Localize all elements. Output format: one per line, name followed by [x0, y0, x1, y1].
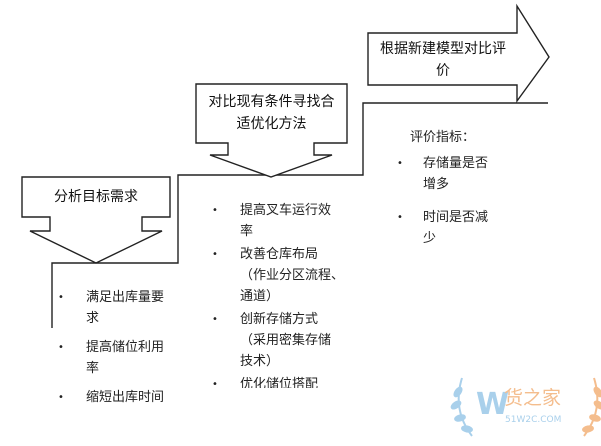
list-item: • 改善仓库布局 （作业分区流程、 通道）: [212, 244, 362, 307]
step1-label: 分析目标需求: [22, 186, 170, 208]
step3-label: 根据新建模型对比评 价: [368, 38, 518, 82]
list-item: • 缩短出库时间: [58, 387, 180, 408]
step1-text: 分析目标需求: [54, 189, 138, 205]
list-item: • 优化储位搭配: [212, 374, 362, 388]
step2-arrow-shape: [195, 83, 348, 178]
list-item-text: 提高储位利用: [86, 340, 165, 355]
list-item-text-cont: 率: [240, 224, 254, 239]
list-item-text-cont: 增多: [423, 177, 450, 192]
evaluation-heading: 评价指标：: [410, 130, 476, 145]
list-item-text: 满足出库量要: [86, 290, 165, 305]
list-item-text-cont: 率: [86, 361, 100, 376]
list-item: • 时间是否减 少: [397, 207, 507, 249]
watermark-domain: 51W2C.COM: [505, 415, 561, 425]
list-item: • 存储量是否 增多: [397, 153, 507, 195]
bullet-icon: •: [212, 249, 218, 260]
list-item-text-cont: （作业分区流程、: [240, 268, 345, 283]
list-item-text-cont: （采用密集存储: [240, 333, 332, 348]
list-item-text: 时间是否减: [423, 210, 489, 225]
left-list: • 满足出库量要 求 • 提高储位利用 率 • 缩短出库时间: [58, 287, 180, 408]
step3-arrow-shape: [367, 3, 550, 104]
step1-arrow-shape: [21, 176, 171, 264]
list-item-text: 创新存储方式: [240, 312, 319, 327]
middle-list: • 提高叉车运行效 率 • 改善仓库布局 （作业分区流程、 通道） • 创新存储…: [212, 200, 362, 388]
step3-text-line1: 根据新建模型对比评: [380, 41, 506, 57]
bullet-icon: •: [212, 314, 218, 325]
bullet-icon: •: [397, 158, 403, 169]
watermark-logo: W 货之家 51W2C.COM: [450, 377, 601, 437]
step3-text-line2: 价: [436, 63, 450, 79]
step2-text-line1: 对比现有条件寻找合: [208, 94, 335, 110]
list-item-text-cont: 少: [423, 231, 437, 246]
bullet-icon: •: [58, 392, 64, 403]
wheat-laurel-icon: [450, 377, 601, 437]
right-list: • 存储量是否 增多 • 时间是否减 少: [397, 153, 507, 249]
bullet-icon: •: [397, 212, 403, 223]
list-item-text: 存储量是否: [423, 156, 489, 171]
list-item-text-cont: 技术）: [240, 354, 280, 369]
list-item-text-cont: 通道）: [240, 289, 280, 304]
list-item-text: 提高叉车运行效: [240, 203, 332, 218]
bullet-icon: •: [58, 292, 64, 303]
step2-text-line2: 适优化方法: [236, 116, 307, 132]
list-item: • 提高储位利用 率: [58, 337, 180, 379]
list-item: • 满足出库量要 求: [58, 287, 180, 329]
list-item-text: 改善仓库布局: [240, 247, 319, 262]
list-item-text: 缩短出库时间: [86, 390, 165, 405]
step2-label: 对比现有条件寻找合 适优化方法: [196, 91, 347, 135]
list-item-text-cont: 求: [86, 311, 100, 326]
bullet-icon: •: [212, 205, 218, 216]
staircase-line: [51, 102, 548, 328]
bullet-icon: •: [58, 342, 64, 353]
bullet-icon: •: [212, 379, 218, 388]
list-item: • 提高叉车运行效 率: [212, 200, 362, 242]
list-item: • 创新存储方式 （采用密集存储 技术）: [212, 309, 362, 372]
watermark-brand: 货之家: [504, 387, 561, 409]
watermark-letter: W: [476, 387, 509, 422]
list-item-text: 优化储位搭配: [240, 377, 319, 388]
